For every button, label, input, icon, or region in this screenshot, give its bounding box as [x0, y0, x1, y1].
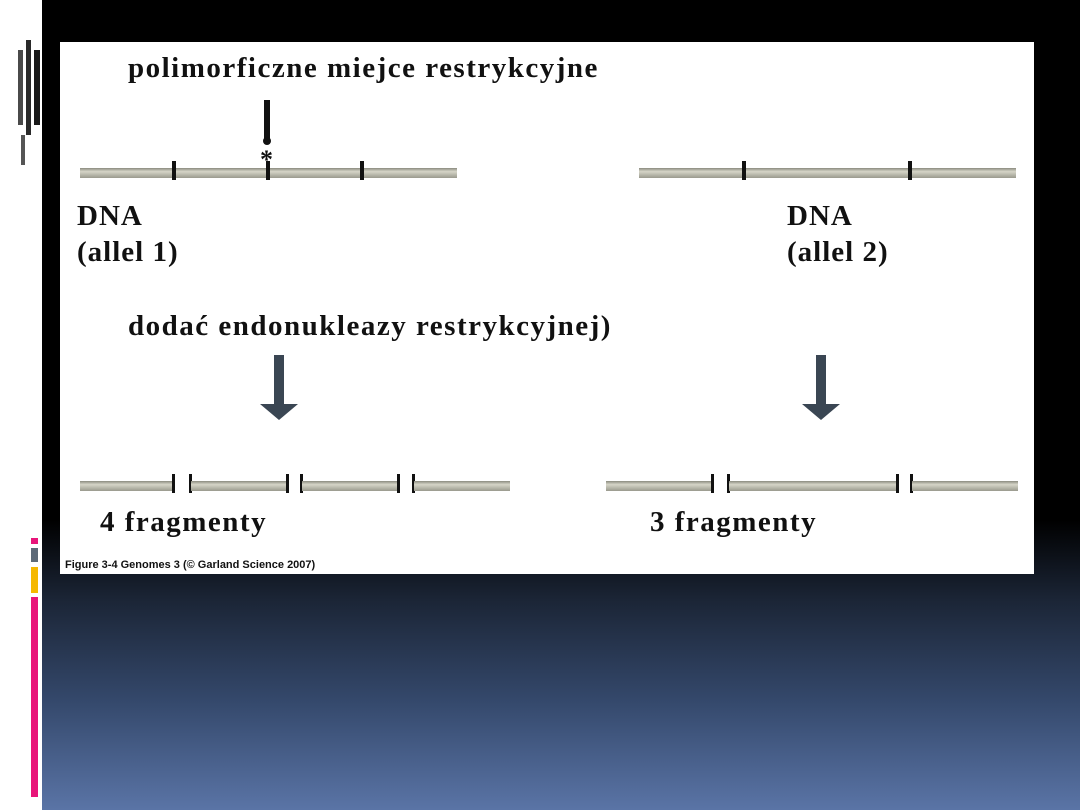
fragment-2-2: [729, 481, 897, 491]
instruction-add-enzyme: dodać endonukleazy restrykcyjnej): [128, 310, 612, 342]
corner-line-2: [26, 40, 31, 135]
site-mark-1a: [172, 161, 176, 180]
accent-gray: [31, 548, 38, 562]
site-mark-1b-polymorphic: [266, 161, 270, 180]
fragment-1-3: [302, 481, 398, 491]
restriction-diagram: *: [80, 100, 1018, 493]
polymorphic-pointer-tip: [263, 137, 271, 145]
corner-line-1: [18, 50, 23, 125]
label-dna-allele-2: DNA (allel 2): [787, 198, 889, 270]
label-dna-allele-1-line2: (allel 1): [77, 236, 179, 268]
fragment-1-4: [414, 481, 510, 491]
arrow-down-left: [260, 355, 298, 420]
accent-pink-long: [31, 597, 38, 797]
label-dna-allele-1-line1: DNA: [77, 200, 143, 232]
figure-panel: * polimorficzne miejce restrykcyjne DNA …: [60, 42, 1034, 574]
fragment-1-1: [80, 481, 174, 491]
dna-strand-allele-2: [639, 168, 1016, 178]
site-mark-2a: [742, 161, 746, 180]
label-dna-allele-1: DNA (allel 1): [77, 198, 179, 270]
figure-caption: Figure 3-4 Genomes 3 (© Garland Science …: [65, 559, 316, 571]
site-mark-1c: [360, 161, 364, 180]
fragments-allele-2: [606, 474, 1018, 493]
title-polymorphic-site: polimorficzne miejce restrykcyjne: [128, 52, 599, 84]
label-dna-allele-2-line2: (allel 2): [787, 236, 889, 268]
site-mark-2b: [908, 161, 912, 180]
fragment-1-2: [191, 481, 287, 491]
fragment-2-3: [912, 481, 1018, 491]
fragments-allele-1: [80, 474, 510, 493]
slide-decoration: [18, 40, 40, 797]
label-dna-allele-2-line1: DNA: [787, 200, 853, 232]
accent-pink-small: [31, 538, 38, 544]
fragment-2-1: [606, 481, 712, 491]
arrow-down-right: [802, 355, 840, 420]
label-four-fragments: 4 fragmenty: [100, 506, 268, 538]
asterisk-mark: *: [260, 145, 273, 174]
corner-line-3: [34, 50, 40, 125]
corner-line-4: [21, 135, 25, 165]
accent-yellow: [31, 567, 38, 593]
polymorphic-pointer-stem: [264, 100, 270, 140]
label-three-fragments: 3 fragmenty: [650, 506, 818, 538]
